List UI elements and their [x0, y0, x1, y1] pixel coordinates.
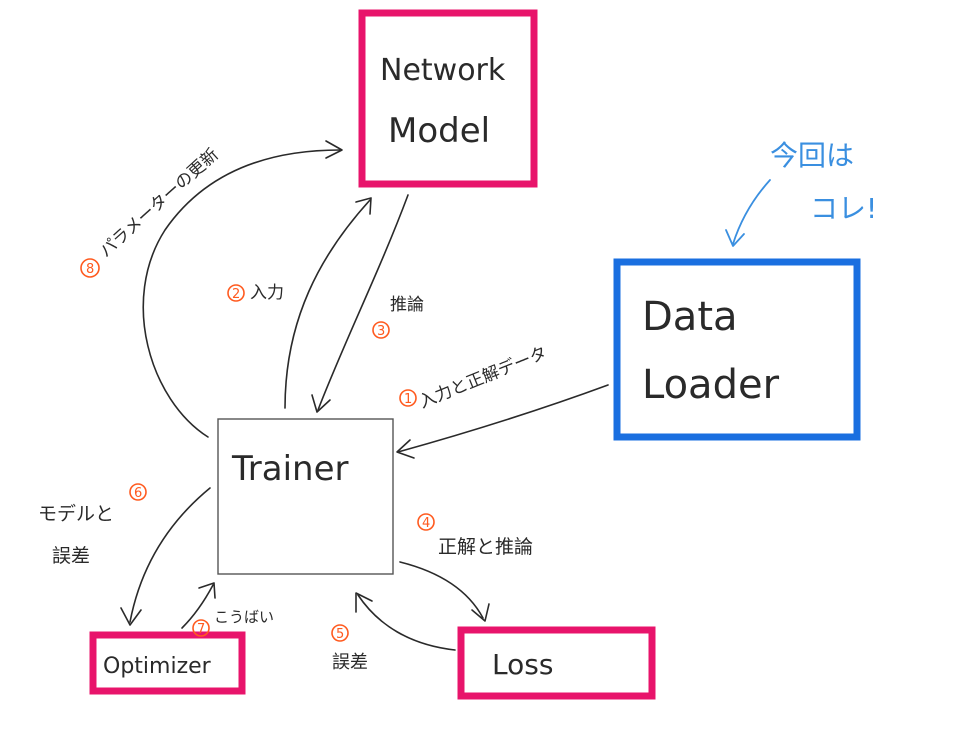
arrow-dataloader-to-trainer	[397, 384, 609, 453]
annotation-arrow	[732, 179, 771, 245]
step-2-number: 2	[232, 287, 240, 302]
edge-3-label: 推論	[390, 295, 424, 315]
step-6-circle	[129, 483, 147, 501]
edge-5-label: 誤差	[332, 652, 368, 673]
trainer-box	[217, 418, 394, 575]
data-loader-box	[613, 258, 861, 441]
edge-label-2: 2 入力	[227, 283, 284, 303]
edge-6-label-line1: モデルと	[38, 503, 114, 525]
arrowhead-trainer-to-loss	[471, 603, 490, 622]
edge-8-label: パラメーターの更新	[96, 145, 223, 262]
step-5-number: 5	[336, 627, 344, 642]
edge-label-4: 4 正解と推論	[417, 513, 533, 558]
data-loader-node: Data Loader	[613, 258, 861, 441]
loss-label: Loss	[492, 648, 553, 681]
arrow-trainer-to-loss	[399, 561, 484, 619]
network-model-label-line1: Network	[380, 53, 506, 88]
arrowhead-trainer-to-optimizer	[120, 607, 142, 626]
trainer-node: Trainer	[217, 418, 394, 575]
arrowhead-model-to-trainer	[311, 394, 331, 413]
arrowhead-trainer-to-model	[355, 197, 372, 215]
loss-node: Loss	[457, 626, 656, 700]
arrow-trainer-to-model	[284, 199, 371, 409]
data-loader-label-line1: Data	[642, 294, 738, 340]
arrow-loss-to-trainer	[357, 594, 456, 651]
network-model-label-line2: Model	[388, 111, 490, 151]
annotation-line1: 今回は	[770, 139, 854, 172]
step-8-number: 8	[86, 262, 94, 277]
annotation-arrowhead	[725, 229, 745, 247]
arrow-model-to-trainer	[317, 194, 409, 411]
step-4-number: 4	[422, 516, 430, 531]
edge-label-5: 5 誤差	[331, 624, 368, 673]
step-3-circle	[372, 321, 390, 339]
edge-1-label: 入力と正解データ	[416, 342, 550, 412]
arrow-optimizer-to-trainer	[181, 584, 214, 629]
annotation-this-time: 今回は コレ!	[725, 139, 877, 247]
arrow-parameter-update	[142, 149, 341, 438]
network-model-node: Network Model	[358, 9, 538, 188]
optimizer-node: Optimizer	[89, 631, 246, 695]
step-1-number: 1	[404, 392, 412, 407]
arrowhead-optimizer-to-trainer	[198, 582, 216, 599]
step-7-number: 7	[197, 622, 205, 637]
edge-4-label: 正解と推論	[438, 536, 533, 558]
step-6-number: 6	[134, 486, 142, 501]
step-4-circle	[417, 513, 435, 531]
arrowhead-dataloader-to-trainer	[396, 439, 415, 459]
edge-6-label-line2: 誤差	[52, 545, 90, 567]
arrowhead-parameter-update	[325, 140, 343, 159]
edge-label-6: モデルと 6 誤差	[38, 483, 147, 567]
edge-label-1: 1 入力と正解データ	[399, 342, 550, 413]
loss-box	[457, 626, 656, 700]
step-2-circle	[227, 284, 245, 302]
arrowhead-loss-to-trainer	[355, 592, 373, 613]
step-1-circle	[399, 389, 417, 407]
optimizer-label: Optimizer	[103, 654, 212, 679]
annotation-line2: コレ!	[810, 192, 877, 225]
edge-7-label: こうばい	[214, 608, 274, 626]
edge-2-label: 入力	[250, 283, 284, 303]
step-8-circle	[80, 258, 100, 278]
step-3-number: 3	[377, 324, 385, 339]
edge-label-3: 推論 3	[372, 295, 424, 339]
arrow-trainer-to-optimizer	[129, 487, 211, 623]
step-7-circle	[192, 619, 210, 637]
step-5-circle	[331, 624, 349, 642]
edge-label-7: 7 こうばい	[192, 608, 274, 637]
network-model-box	[358, 9, 538, 188]
optimizer-box	[89, 631, 246, 695]
trainer-label: Trainer	[231, 449, 348, 489]
data-loader-label-line2: Loader	[642, 362, 780, 408]
